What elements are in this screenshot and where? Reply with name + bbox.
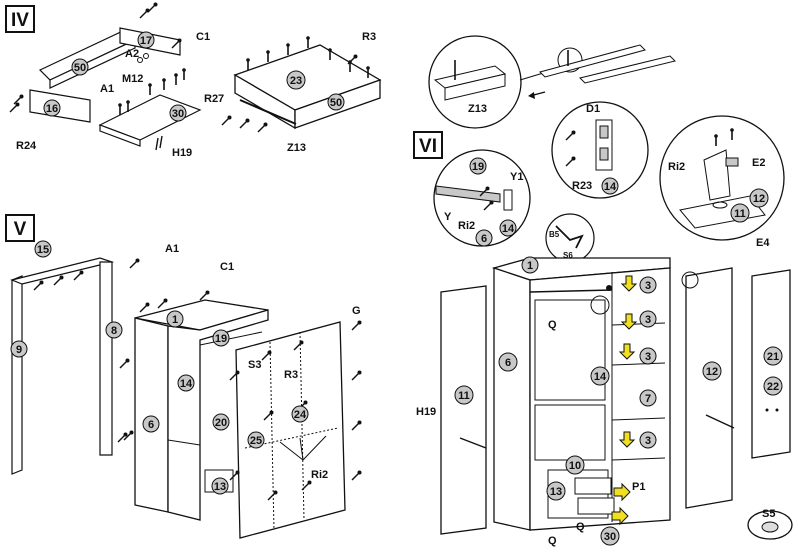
part-14-wardrobe-label: 14 bbox=[594, 371, 607, 383]
hw-ri2-y-label: Ri2 bbox=[458, 220, 475, 232]
part-10-label: 10 bbox=[569, 460, 581, 472]
hw-z13-label: Z13 bbox=[287, 142, 306, 154]
carcass-side-6 bbox=[134, 317, 169, 513]
hw-h19-label: H19 bbox=[172, 147, 192, 159]
part-3b-label: 3 bbox=[645, 314, 651, 326]
part-14-detail-label: 14 bbox=[502, 223, 515, 235]
hw-y1-label: Y1 bbox=[510, 171, 523, 183]
part-6-label: 6 bbox=[148, 419, 154, 431]
part-13-label: 13 bbox=[214, 481, 226, 493]
part-50-badge bbox=[71, 58, 89, 76]
hw-r3-label: R3 bbox=[362, 31, 376, 43]
part-6-vi-label: 6 bbox=[505, 357, 511, 369]
part-7-label: 7 bbox=[645, 393, 651, 405]
part-24-label: 24 bbox=[294, 409, 307, 421]
hw-c1-label: C1 bbox=[196, 31, 210, 43]
part-12-detail-label: 12 bbox=[753, 193, 765, 205]
step-iv: IV 50 16 17 30 C1 A2 A1 M12 R24 H19 bbox=[5, 1, 382, 159]
part-11-detail-label: 11 bbox=[734, 208, 746, 220]
step-vi: VI Z13 D1 R23 14 19 Y1 Y Ri2 6 bbox=[413, 35, 793, 547]
hw-d1-label: D1 bbox=[586, 103, 600, 115]
part-15-label: 15 bbox=[37, 244, 49, 256]
panel-9 bbox=[11, 275, 23, 475]
hw-r3-v-label: R3 bbox=[284, 369, 298, 381]
hw-s3-label: S3 bbox=[248, 359, 261, 371]
hw-a2-label: A2 bbox=[125, 48, 139, 60]
step-v: V 15 9 8 A1 C1 1 19 14 6 20 bbox=[5, 214, 363, 539]
step-v-label: V bbox=[14, 219, 27, 240]
hw-r27-label: R27 bbox=[204, 93, 224, 105]
hw-q-top-label: Q bbox=[548, 319, 557, 331]
hw-a1-label: A1 bbox=[100, 83, 114, 95]
hw-b5-label: B5 bbox=[549, 230, 560, 239]
hw-c1-v-label: C1 bbox=[220, 261, 234, 273]
hw-m12-label: M12 bbox=[122, 73, 143, 85]
part-21-label: 21 bbox=[767, 351, 779, 363]
hw-y-label: Y bbox=[444, 211, 452, 223]
hw-ri2-v-label: Ri2 bbox=[311, 469, 328, 481]
part-22-label: 22 bbox=[767, 381, 779, 393]
part-3a-label: 3 bbox=[645, 280, 651, 292]
part-6-detail-label: 6 bbox=[481, 233, 487, 245]
step-iv-box bbox=[5, 5, 35, 33]
step-iv-label: IV bbox=[11, 10, 29, 31]
hw-s6-label: S6 bbox=[563, 251, 573, 260]
hw-z13-detail-label: Z13 bbox=[468, 103, 487, 115]
part-30-label: 30 bbox=[172, 108, 184, 120]
part-14-vi-label: 14 bbox=[604, 181, 617, 193]
step-vi-label: VI bbox=[419, 136, 437, 157]
door-left bbox=[440, 285, 487, 535]
part-19-vi-label: 19 bbox=[472, 161, 484, 173]
wardrobe-side bbox=[493, 267, 531, 531]
part-23-label: 23 bbox=[290, 75, 302, 87]
part-13-vi-label: 13 bbox=[550, 486, 562, 498]
part-14-label: 14 bbox=[180, 378, 193, 390]
panel-8 bbox=[99, 261, 113, 456]
door-middle bbox=[685, 267, 733, 509]
hw-q-left-label: Q bbox=[548, 535, 557, 547]
part-1-label: 1 bbox=[172, 314, 178, 326]
part-8-label: 8 bbox=[111, 325, 117, 337]
part-25-label: 25 bbox=[250, 435, 262, 447]
hw-h19-vi-label: H19 bbox=[416, 406, 436, 418]
part-12-label: 12 bbox=[706, 366, 718, 378]
part-3d-label: 3 bbox=[645, 435, 651, 447]
part-30-vi-label: 30 bbox=[604, 531, 616, 543]
hw-g-label: G bbox=[352, 305, 361, 317]
part-17-label: 17 bbox=[140, 35, 152, 47]
panel-15 bbox=[10, 257, 115, 285]
part-19-label: 19 bbox=[215, 333, 227, 345]
part-3c-label: 3 bbox=[645, 351, 651, 363]
back-panel bbox=[235, 321, 346, 539]
part-11-label: 11 bbox=[458, 390, 470, 402]
part-50-label: 50 bbox=[74, 62, 86, 74]
hw-s5-label: S5 bbox=[762, 508, 775, 520]
hw-q-right-label: Q bbox=[576, 521, 585, 533]
part-50b-label: 50 bbox=[330, 97, 342, 109]
step-vi-box bbox=[413, 131, 443, 159]
hw-ri2-e-label: Ri2 bbox=[668, 161, 685, 173]
part-1-vi-label: 1 bbox=[527, 260, 533, 272]
hw-e4-label: E4 bbox=[756, 237, 770, 249]
part-9-label: 9 bbox=[16, 344, 22, 356]
part-16-label: 16 bbox=[46, 103, 58, 115]
hw-e2-label: E2 bbox=[752, 157, 765, 169]
step-v-box bbox=[5, 214, 35, 242]
hw-r23-label: R23 bbox=[572, 180, 592, 192]
part-20-label: 20 bbox=[215, 417, 227, 429]
hw-r24-label: R24 bbox=[16, 140, 37, 152]
hw-p1-label: P1 bbox=[632, 481, 645, 493]
hw-a1-v-label: A1 bbox=[165, 243, 179, 255]
